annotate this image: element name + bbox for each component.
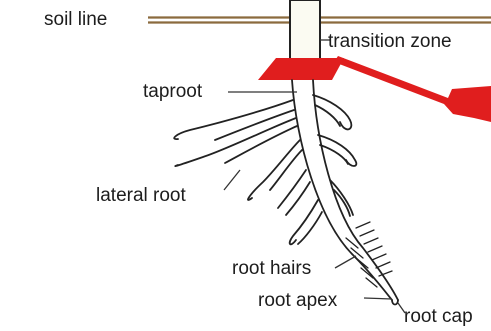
stem (290, 0, 320, 61)
taproot-label: taproot (143, 82, 202, 101)
root-apex-label: root apex (258, 291, 337, 310)
soil-line-label: soil line (44, 10, 107, 29)
transition-zone-label: transition zone (328, 32, 452, 51)
lateral-root-label: lateral root (96, 186, 186, 205)
root-cap-label: root cap (404, 307, 473, 326)
root-hairs-label: root hairs (232, 259, 311, 278)
